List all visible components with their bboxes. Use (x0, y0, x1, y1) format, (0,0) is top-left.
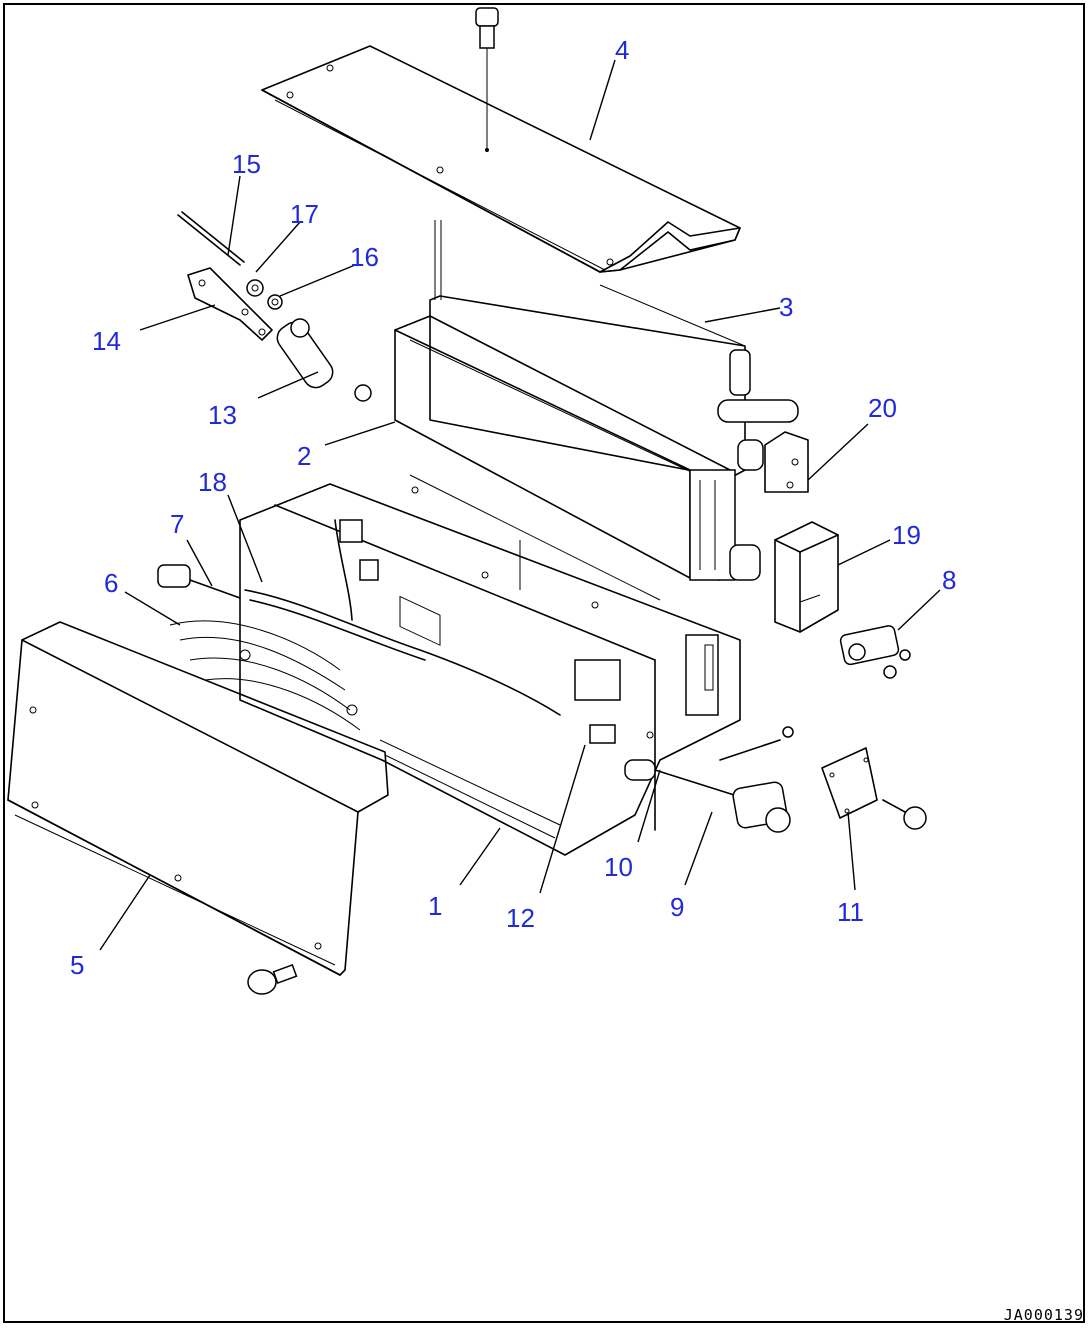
part-11-screw (882, 799, 927, 830)
callout-20: 20 (868, 393, 897, 423)
part-14-lever (187, 267, 273, 341)
callout-6: 6 (104, 568, 119, 598)
panel-bolt (247, 963, 298, 995)
part-8-connector (839, 625, 911, 679)
leader-lines (99, 59, 941, 951)
callout-1: 1 (428, 891, 443, 921)
callout-4: 4 (615, 35, 630, 65)
callout-2: 2 (297, 441, 312, 471)
callout-5: 5 (70, 950, 85, 980)
part-5-front-panel (7, 621, 389, 976)
part-6-blower (169, 620, 361, 731)
callout-19: 19 (892, 520, 921, 550)
drawing-code: JA000139 (1003, 1306, 1084, 1324)
callout-9: 9 (670, 892, 685, 922)
callout-3: 3 (779, 292, 794, 322)
callout-10: 10 (604, 852, 633, 882)
part-1-frame (239, 474, 741, 856)
callout-11: 11 (837, 897, 864, 927)
callout-17: 17 (290, 199, 319, 229)
part-4-top-cover (261, 45, 741, 273)
part-11-plate (821, 747, 878, 819)
part-2-casing (394, 315, 761, 581)
callout-18: 18 (198, 467, 227, 497)
part-16-nut (267, 294, 283, 310)
callout-8: 8 (942, 565, 957, 595)
part-9-motor (732, 781, 791, 833)
part-13-actuator (276, 318, 372, 402)
part-7-sensor (157, 564, 241, 599)
diagram-frame (3, 3, 1085, 1323)
part-19-control-box (774, 521, 839, 633)
top-bolt (475, 7, 499, 152)
part-3-core (429, 220, 799, 479)
callout-12: 12 (506, 903, 535, 933)
part-20-bracket (764, 431, 809, 493)
part-17-washer (246, 279, 264, 297)
callout-14: 14 (92, 326, 121, 356)
callout-13: 13 (208, 400, 237, 430)
part-18-harness (244, 519, 621, 744)
part-15-rod (177, 211, 245, 266)
callout-16: 16 (350, 242, 379, 272)
callout-7: 7 (170, 509, 185, 539)
callout-15: 15 (232, 149, 261, 179)
